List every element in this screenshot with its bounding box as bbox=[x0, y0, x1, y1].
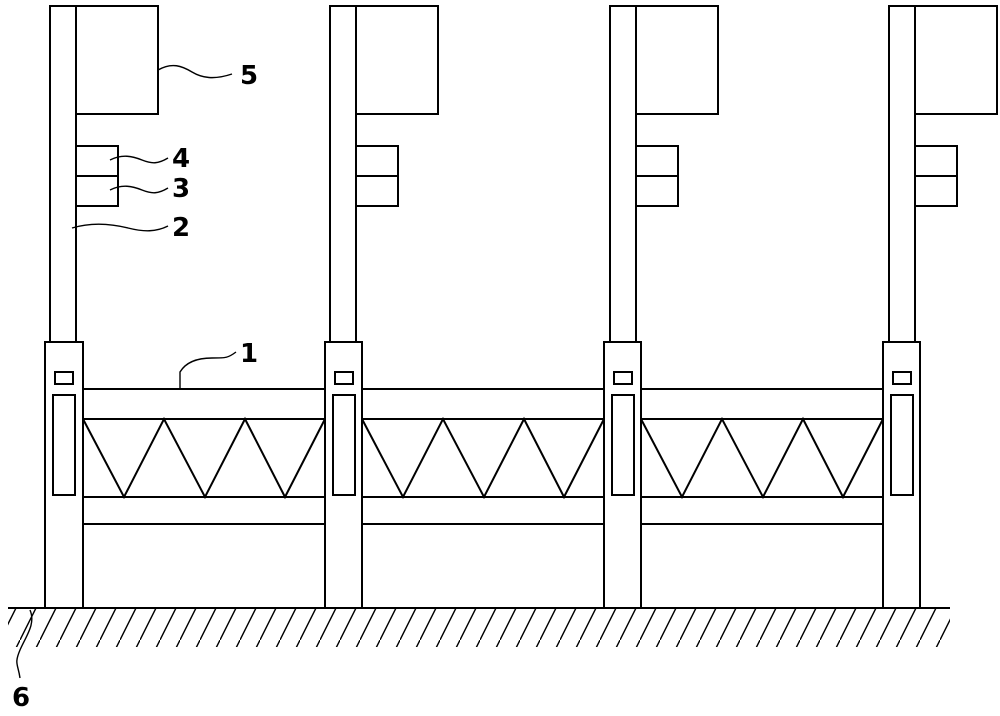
zigzag-truss bbox=[361, 416, 605, 500]
box-5 bbox=[355, 5, 439, 115]
base-small-window bbox=[334, 371, 354, 385]
post-base bbox=[324, 341, 363, 609]
mesh-panel bbox=[361, 523, 605, 609]
base-long-window bbox=[611, 394, 635, 496]
middle-rail bbox=[640, 496, 884, 525]
top-rail bbox=[361, 388, 605, 420]
callout-5: 5 bbox=[240, 61, 258, 91]
leader-5 bbox=[157, 64, 233, 79]
post-2 bbox=[324, 5, 439, 609]
top-rail bbox=[82, 388, 326, 420]
base-long-window bbox=[332, 394, 356, 496]
callout-labels: 5 4 3 2 1 6 bbox=[12, 61, 258, 713]
ground bbox=[8, 607, 950, 647]
callout-3: 3 bbox=[172, 174, 190, 204]
zigzag-truss bbox=[82, 416, 326, 500]
post-base bbox=[44, 341, 84, 609]
box-3 bbox=[355, 175, 399, 207]
box-4 bbox=[635, 145, 679, 177]
post-base bbox=[882, 341, 921, 609]
callout-2: 2 bbox=[172, 213, 190, 243]
middle-rail bbox=[361, 496, 605, 525]
leader-1 bbox=[179, 351, 237, 389]
zigzag-truss bbox=[640, 416, 884, 500]
leader-lines bbox=[16, 64, 237, 679]
box-5 bbox=[635, 5, 719, 115]
box-3 bbox=[914, 175, 958, 207]
mesh-panel bbox=[640, 523, 884, 609]
callout-1: 1 bbox=[240, 339, 258, 369]
fence-panel-3 bbox=[640, 388, 884, 609]
mesh-panel bbox=[82, 523, 326, 609]
box-3 bbox=[635, 175, 679, 207]
middle-rail bbox=[82, 496, 326, 525]
pole bbox=[609, 5, 637, 343]
post-base bbox=[603, 341, 642, 609]
post-3 bbox=[603, 5, 719, 609]
callout-6: 6 bbox=[12, 683, 30, 713]
fence-panel-2 bbox=[361, 388, 605, 609]
top-rail bbox=[640, 388, 884, 420]
post-1 bbox=[44, 5, 159, 609]
box-4 bbox=[914, 145, 958, 177]
base-long-window bbox=[52, 394, 76, 496]
box-3 bbox=[75, 175, 119, 207]
pole bbox=[49, 5, 77, 343]
base-long-window bbox=[890, 394, 914, 496]
leader-4 bbox=[109, 155, 169, 164]
callout-4: 4 bbox=[172, 144, 190, 174]
leader-2 bbox=[71, 223, 169, 232]
leader-3 bbox=[109, 185, 169, 194]
leader-6 bbox=[16, 609, 33, 679]
box-4 bbox=[75, 145, 119, 177]
pole bbox=[888, 5, 916, 343]
box-5 bbox=[75, 5, 159, 115]
pole bbox=[329, 5, 357, 343]
post-4 bbox=[882, 5, 998, 609]
box-4 bbox=[355, 145, 399, 177]
base-small-window bbox=[54, 371, 74, 385]
base-small-window bbox=[613, 371, 633, 385]
base-small-window bbox=[892, 371, 912, 385]
box-5 bbox=[914, 5, 998, 115]
fence-panel-1 bbox=[82, 388, 326, 609]
